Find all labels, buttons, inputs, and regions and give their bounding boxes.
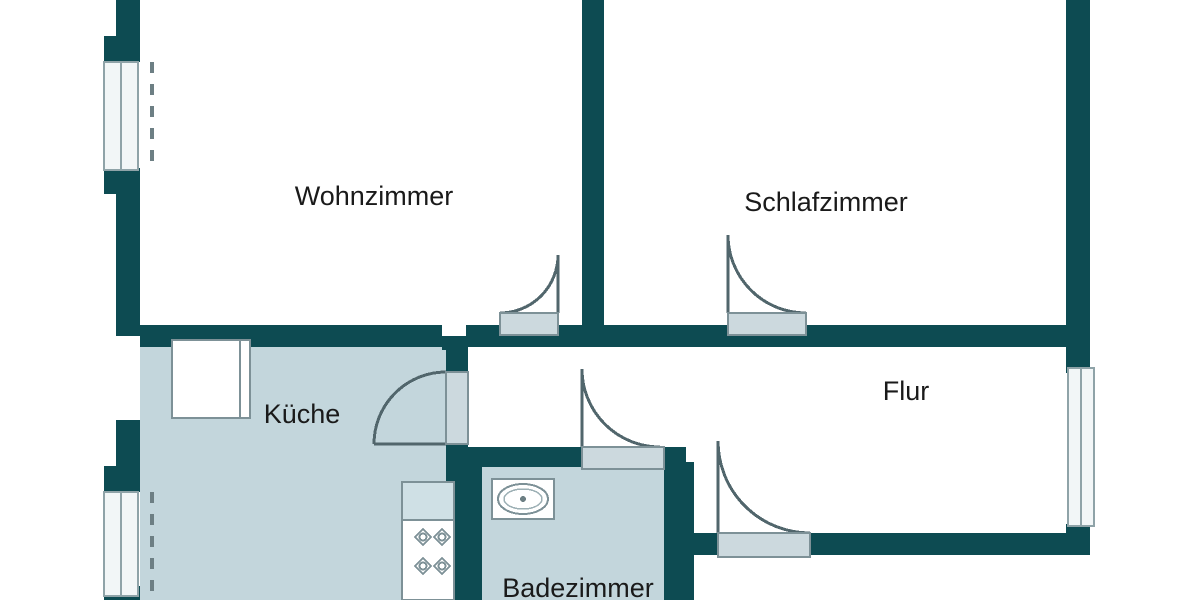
wall-bath-west bbox=[460, 462, 482, 600]
window-kueche-west bbox=[103, 491, 139, 597]
wall-bath-east-leaf bbox=[686, 462, 694, 600]
room-label-badezimmer: Badezimmer bbox=[502, 573, 654, 600]
room-label-schlafzimmer: Schlafzimmer bbox=[744, 187, 908, 217]
floor-wohnzimmer bbox=[140, 0, 582, 325]
fixtures bbox=[171, 339, 555, 600]
wall-east-lower-top bbox=[1066, 333, 1090, 373]
wall-pier-kueche-notch bbox=[442, 336, 466, 346]
door-badezimmer bbox=[580, 368, 665, 470]
door-wohnzimmer bbox=[499, 254, 560, 336]
room-label-flur: Flur bbox=[883, 376, 930, 406]
wall-west-kitchen-upper bbox=[116, 420, 140, 476]
room-labels: Wohnzimmer Schlafzimmer Flur Küche Badez… bbox=[264, 181, 930, 600]
windows bbox=[103, 61, 1095, 597]
wall-east-lower-bottom bbox=[1066, 524, 1090, 555]
window-wohnzimmer-west bbox=[103, 61, 139, 171]
bath-washbasin bbox=[491, 478, 555, 520]
wall-west-mid bbox=[116, 186, 140, 336]
wall-east-upper bbox=[1066, 0, 1090, 333]
floor-schlafzimmer bbox=[604, 0, 1066, 325]
door-flur-bath bbox=[716, 440, 811, 558]
wall-central-vertical bbox=[582, 0, 604, 333]
window-flur-east bbox=[1067, 367, 1095, 527]
wall-west-recess-upper bbox=[104, 36, 116, 62]
doors bbox=[372, 234, 811, 558]
wall-kueche-east-upper bbox=[446, 344, 468, 374]
door-kueche bbox=[372, 370, 469, 446]
stove-burners bbox=[413, 527, 452, 576]
wall-bath-east bbox=[664, 447, 686, 600]
kitchen-sink-counter bbox=[171, 339, 251, 419]
room-label-wohnzimmer: Wohnzimmer bbox=[295, 181, 454, 211]
door-schlafzimmer bbox=[726, 234, 807, 336]
kitchen-stove bbox=[401, 519, 455, 600]
floor-fills bbox=[140, 0, 1066, 600]
room-label-kueche: Küche bbox=[264, 399, 341, 429]
kitchen-upper-cabinet bbox=[401, 481, 455, 521]
